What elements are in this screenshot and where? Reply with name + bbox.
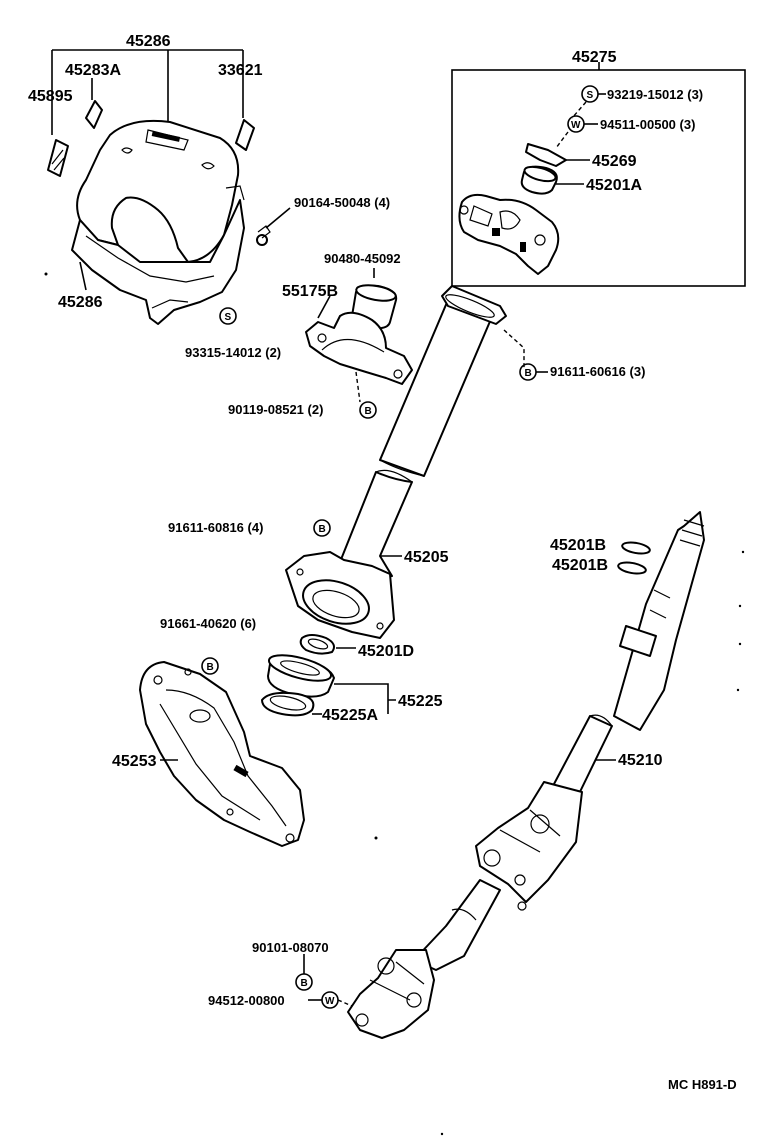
label-45895: 45895 xyxy=(28,88,73,105)
column-cover-group xyxy=(47,49,291,325)
label-45201d: 45201D xyxy=(358,643,414,660)
plate-45253 xyxy=(139,661,305,847)
universal-joint-upper xyxy=(475,781,583,903)
lower-bolts-group: B W xyxy=(295,954,353,1009)
label-91611-60616: 91611-60616 (3) xyxy=(550,364,645,379)
bearing-group xyxy=(261,634,396,717)
ring-45201b-2 xyxy=(617,561,647,575)
label-45286-top: 45286 xyxy=(126,33,171,50)
universal-joint-lower xyxy=(347,949,435,1039)
label-45269: 45269 xyxy=(592,153,637,170)
label-45286-bottom: 45286 xyxy=(58,294,103,311)
label-90119-08521: 90119-08521 (2) xyxy=(228,402,323,417)
label-45225: 45225 xyxy=(398,693,443,710)
label-45210: 45210 xyxy=(618,752,663,769)
label-45201a: 45201A xyxy=(586,177,642,194)
label-45225a: 45225A xyxy=(322,707,378,724)
label-33621: 33621 xyxy=(218,62,263,79)
intermediate-shaft xyxy=(413,879,501,971)
label-91661-40620: 91661-40620 (6) xyxy=(160,616,256,631)
label-90164-50048: 90164-50048 (4) xyxy=(294,195,390,210)
clamp-55175b xyxy=(305,311,413,385)
diagram-code: MC H891-D xyxy=(668,1077,737,1092)
symbol-s-text-2: S xyxy=(587,90,594,101)
lock-housing-45275 xyxy=(458,193,560,275)
lower-column-cover xyxy=(71,199,245,325)
label-94511-00500: 94511-00500 (3) xyxy=(600,117,695,132)
symbol-b-text-5: B xyxy=(301,978,308,989)
label-94512-00800: 94512-00800 xyxy=(208,993,285,1008)
label-90101-08070: 90101-08070 xyxy=(252,940,329,955)
symbol-b-91611-60816 xyxy=(313,519,331,537)
sticker-45895 xyxy=(47,139,69,177)
plate-group: B xyxy=(139,657,305,847)
symbol-b-text: B xyxy=(365,406,372,417)
column-tube-group: B B xyxy=(285,285,548,639)
label-55175b: 55175B xyxy=(282,283,338,300)
sticker-33621 xyxy=(235,119,255,151)
main-shaft-group xyxy=(347,511,705,1039)
symbol-b-90101 xyxy=(295,973,313,991)
callout-labels: 45286 45283A 33621 45895 45286 90164-500… xyxy=(28,33,737,1092)
symbol-s-93315 xyxy=(219,307,237,325)
label-45283a: 45283A xyxy=(65,62,121,79)
symbol-s-text: S xyxy=(225,312,232,323)
label-93315-14012: 93315-14012 (2) xyxy=(185,345,281,360)
lock-assembly-group: S W xyxy=(451,62,746,287)
clip-45269 xyxy=(525,143,567,167)
symbol-b-90119 xyxy=(359,401,377,419)
screw-90164 xyxy=(256,234,268,246)
label-93219-15012: 93219-15012 (3) xyxy=(607,87,703,102)
symbol-b-text-2: B xyxy=(525,368,532,379)
symbol-w-text: W xyxy=(571,120,581,131)
label-91611-60816: 91611-60816 (4) xyxy=(168,520,263,535)
ring-45201d xyxy=(299,634,335,655)
sticker-45283a xyxy=(85,100,103,129)
label-45201b-1: 45201B xyxy=(550,537,606,554)
label-45275: 45275 xyxy=(572,49,617,66)
ring-45201b-1 xyxy=(621,541,651,555)
label-45201b-2: 45201B xyxy=(552,557,608,574)
clamp-group: S B xyxy=(219,268,413,419)
label-45205: 45205 xyxy=(404,549,449,566)
symbol-b-text-4: B xyxy=(207,662,214,673)
label-45253: 45253 xyxy=(112,753,157,770)
symbol-b-91661 xyxy=(201,657,219,675)
symbol-w-text-2: W xyxy=(325,996,335,1007)
label-90480-45092: 90480-45092 xyxy=(324,251,401,266)
upper-tube xyxy=(379,299,495,477)
symbol-b-text-3: B xyxy=(319,524,326,535)
